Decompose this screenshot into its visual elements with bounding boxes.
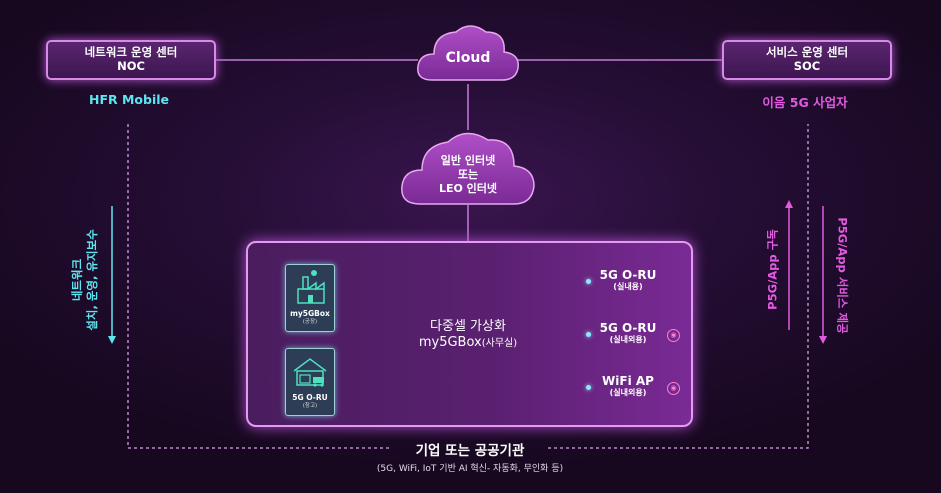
network-maintenance-label: 네트워크 설치, 운영, 유지보수 (70, 205, 100, 355)
unit-3-dot (586, 385, 591, 390)
soc-operator: 이음 5G 사업자 (762, 95, 848, 110)
factory-box: my5GBox (공장) (285, 264, 335, 332)
soc-box: 서비스 운영 센터 SOC (722, 40, 892, 80)
service-provision-label: P5G/App 서비스 제공 (835, 217, 850, 334)
wifi-icon: ◉ (667, 329, 680, 342)
subscription-label: P5G/App 구독 (765, 229, 780, 310)
internet-label: 일반 인터넷 또는 LEO 인터넷 (396, 154, 540, 196)
unit-3: WiFi AP (실내외용) (590, 374, 666, 398)
center-label: 다중셀 가상화 my5GBox(사무실) (398, 319, 538, 352)
center-line1: 다중셀 가상화 (430, 319, 506, 334)
internet-line2: 또는 (457, 168, 479, 181)
internet-line1: 일반 인터넷 (440, 154, 496, 167)
wifi-icon: ◉ (667, 382, 680, 395)
bottom-title: 기업 또는 공공기관 (415, 443, 525, 459)
unit-1-dot (586, 279, 591, 284)
warehouse-box: 5G O-RU (창고) (285, 348, 335, 416)
factory-icon (297, 270, 325, 304)
soc-title: 서비스 운영 센터 (765, 45, 849, 59)
bottom-subtitle: (5G, WiFi, IoT 기반 AI 혁신- 자동화, 무인화 등) (376, 464, 564, 474)
warehouse-icon (293, 358, 327, 387)
cloud-label: Cloud (445, 50, 491, 66)
unit-2-sub: (실내외용) (609, 335, 647, 344)
unit-3-sub: (실내외용) (609, 388, 647, 397)
unit-1: 5G O-RU (실내용) (590, 268, 666, 292)
internet-cloud-shape (401, 132, 535, 205)
center-line2-main: my5GBox (418, 335, 482, 350)
noc-title: 네트워크 운영 센터 (84, 45, 178, 59)
unit-2-dot (586, 332, 591, 337)
network-maintenance-line1: 네트워크 (70, 258, 84, 302)
unit-1-title: 5G O-RU (599, 268, 657, 282)
cloud-shape (417, 25, 519, 81)
internet-line3: LEO 인터넷 (438, 182, 498, 195)
soc-abbr: SOC (793, 59, 821, 73)
noc-box: 네트워크 운영 센터 NOC (46, 40, 216, 80)
factory-name: my5GBox (290, 309, 330, 318)
unit-2-title: 5G O-RU (599, 321, 657, 335)
unit-1-sub: (실내용) (613, 282, 643, 291)
unit-3-title: WiFi AP (602, 374, 654, 388)
noc-operator: HFR Mobile (89, 92, 169, 107)
unit-2: 5G O-RU (실내외용) (590, 321, 666, 345)
warehouse-name: 5G O-RU (292, 393, 328, 402)
center-line2-sub: (사무실) (481, 338, 518, 349)
network-maintenance-line2: 설치, 운영, 유지보수 (85, 229, 99, 331)
noc-abbr: NOC (117, 59, 145, 73)
warehouse-sub: (창고) (302, 403, 318, 409)
factory-sub: (공장) (302, 319, 318, 325)
